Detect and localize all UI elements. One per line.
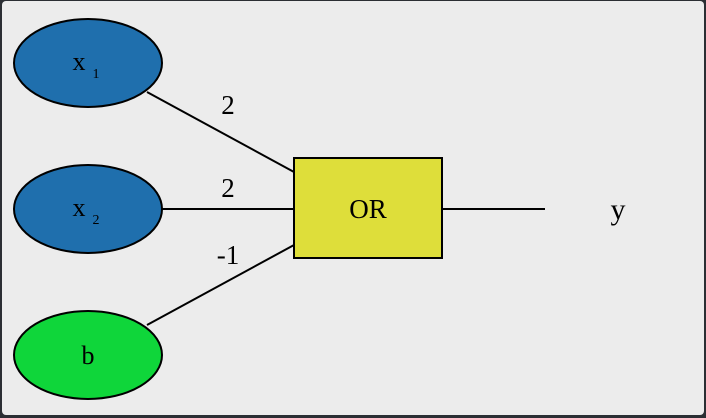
node-x2-subscript: 2 bbox=[93, 213, 100, 228]
weight-bias-label: -1 bbox=[217, 240, 240, 270]
node-x2: x 2 bbox=[13, 164, 163, 254]
or-gate: OR bbox=[293, 157, 443, 259]
node-x2-shape bbox=[13, 164, 163, 254]
or-gate-box bbox=[293, 157, 443, 259]
node-x1-label: x bbox=[73, 47, 86, 76]
node-x1-shape bbox=[13, 18, 163, 108]
edge-b-to-gate bbox=[146, 244, 295, 326]
node-x1: x 1 bbox=[13, 18, 163, 108]
output-label: y bbox=[611, 193, 626, 226]
or-gate-label: OR bbox=[349, 194, 387, 224]
node-x1-subscript: 1 bbox=[93, 67, 100, 82]
weight-x2-label: 2 bbox=[221, 173, 235, 203]
node-x2-label: x bbox=[73, 193, 86, 222]
weight-x1-label: 2 bbox=[221, 90, 235, 120]
edge-x1-to-gate bbox=[146, 91, 295, 173]
node-bias-label: b bbox=[82, 341, 95, 370]
node-bias: b bbox=[13, 310, 163, 400]
node-bias-shape bbox=[13, 310, 163, 400]
